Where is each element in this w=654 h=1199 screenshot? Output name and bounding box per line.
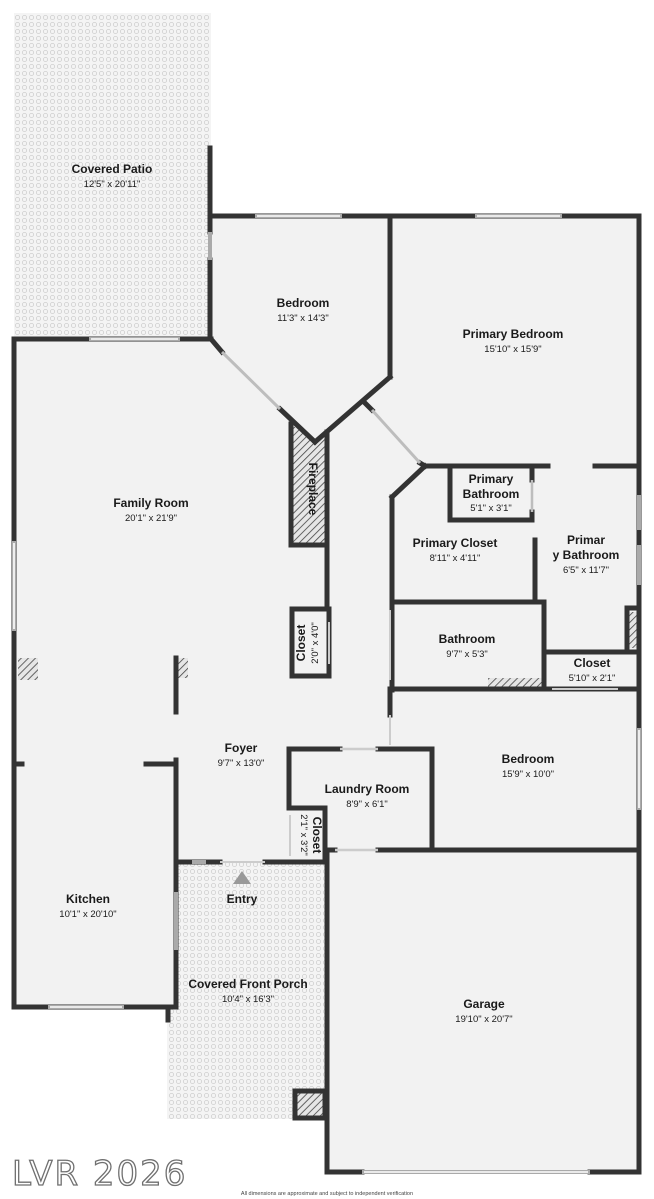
primary-bedroom-dims: 15'10" x 15'9" [484, 344, 541, 355]
bathroom-dims: 9'7" x 5'3" [446, 649, 488, 660]
covered-patio-floor [14, 13, 211, 340]
fireplace-hatch [291, 424, 327, 545]
windows [12, 214, 641, 1174]
column-hatch [178, 658, 188, 678]
interior-floor [14, 339, 177, 1007]
closet-right-dims: 5'10" x 2'1" [569, 673, 616, 684]
bedroom-1-dims: 11'3" x 14'3" [277, 313, 328, 324]
foyer-dims: 9'7" x 13'0" [218, 758, 265, 769]
kitchen-name: Kitchen [66, 892, 110, 906]
openings [220, 350, 618, 863]
bedroom-2-dims: 15'9" x 10'0" [502, 769, 554, 780]
interior-floor [177, 339, 390, 862]
primary-closet-dims: 8'11" x 4'11" [430, 553, 481, 564]
closet-laundry-name: Closet [310, 817, 324, 854]
column-hatch [296, 1092, 324, 1116]
family-room-name: Family Room [113, 496, 188, 510]
closet-hall-name: Closet [294, 625, 308, 662]
entry-name: Entry [227, 892, 258, 906]
primary-bathroom-dims: 6'5" x 11'7" [563, 565, 609, 576]
garage-dims: 19'10" x 20'7" [455, 1014, 512, 1025]
garage-name: Garage [463, 997, 505, 1011]
closet-right-name: Closet [574, 656, 611, 670]
foyer-name: Foyer [225, 741, 258, 755]
primary-closet-name: Primary Closet [413, 536, 498, 550]
east-wing-floor [390, 216, 639, 850]
covered-patio-name: Covered Patio [72, 162, 153, 176]
entry-arrow-icon [233, 871, 251, 884]
primary-bathroom-small-dims: 5'1" x 3'1" [470, 503, 512, 514]
bedroom-1-name: Bedroom [277, 296, 330, 310]
covered-patio-dims: 12'5" x 20'11" [84, 179, 141, 190]
primary-bathroom-name: y Bathroom [553, 548, 620, 562]
garage-floor [327, 851, 639, 1173]
vanity-hatch [488, 678, 543, 687]
family-room-dims: 20'1" x 21'9" [125, 513, 177, 524]
primary-bathroom-name: Primar [567, 533, 605, 547]
closet-laundry-dims: 2'1" x 3'2" [298, 814, 309, 856]
covered-front-porch-name: Covered Front Porch [188, 977, 307, 991]
column-hatch [627, 612, 637, 648]
bathroom-name: Bathroom [439, 632, 496, 646]
disclaimer: All dimensions are approximate and subje… [241, 1191, 413, 1197]
column-hatch [18, 658, 38, 680]
kitchen-dims: 10'1" x 20'10" [59, 909, 116, 920]
closet-hall-dims: 2'0" x 4'0" [310, 622, 321, 664]
laundry-room-dims: 8'9" x 6'1" [346, 799, 388, 810]
covered-front-porch-floor [167, 862, 325, 1119]
bedroom-floor [211, 216, 390, 442]
covered-front-porch-dims: 10'4" x 16'3" [222, 994, 274, 1005]
watermark: LVR 2026 [12, 1154, 187, 1194]
bedroom-2-name: Bedroom [502, 752, 555, 766]
fireplace-label: Fireplace [306, 463, 320, 516]
primary-bathroom-small-name: Bathroom [463, 487, 520, 501]
laundry-room-name: Laundry Room [325, 782, 410, 796]
primary-bedroom-name: Primary Bedroom [463, 327, 564, 341]
primary-bathroom-small-name: Primary [469, 472, 514, 486]
